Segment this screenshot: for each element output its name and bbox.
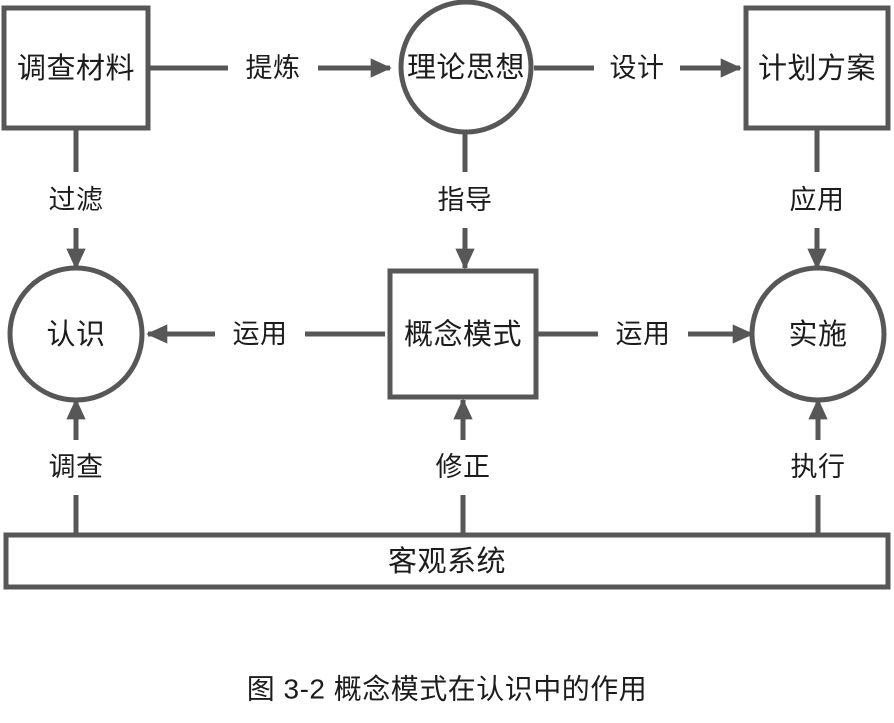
node-objective-system-label: 客观系统 — [388, 545, 506, 578]
node-cognition-shape — [7, 265, 145, 403]
edge-label-apply: 应用 — [790, 185, 845, 215]
node-survey-material[interactable]: 调查材料 — [1, 5, 151, 131]
node-objective-system[interactable]: 客观系统 — [3, 532, 891, 590]
node-implementation-shape — [749, 265, 887, 403]
edge-label-execute: 执行 — [791, 452, 846, 482]
node-implementation[interactable]: 实施 — [749, 265, 887, 403]
node-survey-material-shape — [1, 5, 151, 131]
node-survey-material-label: 调查材料 — [17, 52, 135, 85]
node-cognition-label: 认识 — [46, 318, 105, 351]
edge-label-use-left: 运用 — [233, 319, 288, 349]
edge-label-investigate: 调查 — [49, 452, 104, 482]
edge-label-use-right: 运用 — [616, 319, 671, 349]
edge-label-refine: 提炼 — [246, 53, 301, 83]
node-cognition[interactable]: 认识 — [7, 265, 145, 403]
node-theory-thought-shape — [398, 0, 534, 135]
edge-label-guide: 指导 — [438, 185, 493, 215]
node-implementation-label: 实施 — [788, 318, 847, 351]
node-plan-scheme[interactable]: 计划方案 — [743, 5, 891, 131]
node-theory-thought[interactable]: 理论思想 — [398, 0, 534, 135]
edge-label-filter: 过滤 — [49, 185, 104, 215]
node-plan-scheme-shape — [743, 5, 891, 131]
edge-label-revise: 修正 — [436, 452, 491, 482]
node-conceptual-model-label: 概念模式 — [404, 318, 522, 351]
figure-caption: 图 3-2 概念模式在认识中的作用 — [247, 674, 648, 705]
node-conceptual-model-shape — [387, 268, 539, 400]
node-theory-thought-label: 理论思想 — [407, 51, 525, 84]
node-objective-system-shape — [3, 532, 891, 590]
edge-label-design: 设计 — [610, 53, 665, 83]
node-conceptual-model[interactable]: 概念模式 — [387, 268, 539, 400]
node-plan-scheme-label: 计划方案 — [758, 52, 876, 85]
